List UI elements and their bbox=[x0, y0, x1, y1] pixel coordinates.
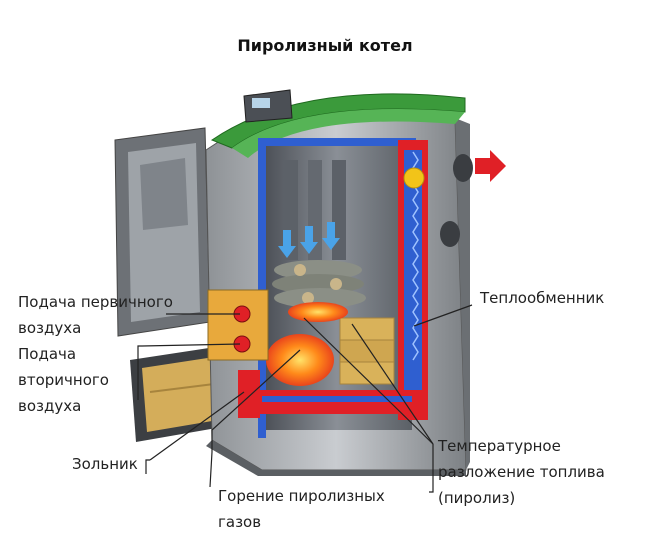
label-pyrolysis: Температурное разложение топлива (пироли… bbox=[438, 437, 605, 507]
label-secondary-air: Подача вторичного воздуха bbox=[18, 345, 109, 415]
leader-lines bbox=[137, 304, 473, 493]
upper-door bbox=[114, 127, 211, 337]
firewood-icon bbox=[272, 260, 366, 308]
flame-icon bbox=[266, 302, 348, 386]
ceramic-chamber bbox=[339, 317, 395, 385]
lower-door bbox=[130, 346, 228, 442]
flue-arrow-icon bbox=[475, 150, 506, 182]
heat-exchanger bbox=[398, 140, 428, 420]
label-heat-exchanger: Теплообменник bbox=[480, 289, 605, 307]
flue-outlet bbox=[440, 154, 473, 247]
label-ash-pan: Зольник bbox=[72, 455, 138, 473]
controller-panel-icon bbox=[243, 89, 293, 123]
air-dampers bbox=[207, 289, 269, 361]
diagram-title: Пиролизный котел bbox=[237, 36, 413, 55]
label-gas-burning: Горение пиролизных газов bbox=[218, 487, 385, 531]
air-flow-arrow-icon bbox=[278, 222, 340, 258]
water-jacket bbox=[238, 370, 426, 418]
label-primary-air: Подача первичного воздуха bbox=[18, 293, 173, 337]
